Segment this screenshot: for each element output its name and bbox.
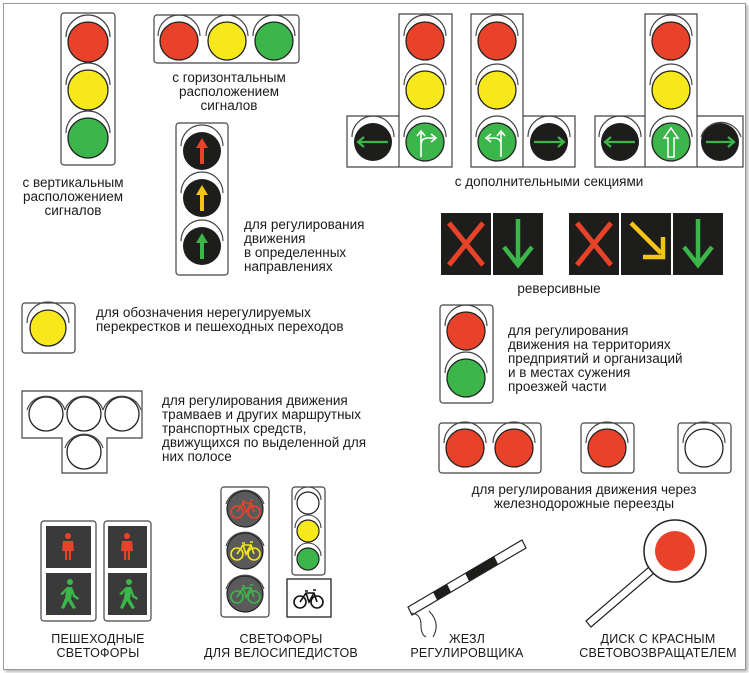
horizontal-traffic-light bbox=[153, 14, 300, 64]
arrow-icon bbox=[662, 126, 680, 158]
reversible-lights bbox=[441, 213, 723, 275]
arrow-traffic-light bbox=[175, 122, 229, 276]
arrow-icon bbox=[502, 219, 534, 269]
traffic-lights-illustrations bbox=[21, 12, 744, 638]
red-reflector-disc bbox=[585, 519, 707, 628]
cross-icon bbox=[447, 221, 485, 267]
arrow-icon bbox=[196, 233, 208, 259]
arrow-icon bbox=[484, 129, 506, 157]
arrow-icon bbox=[603, 136, 635, 148]
arrow-icon bbox=[682, 219, 714, 269]
arrow-icon bbox=[706, 136, 736, 148]
red-signal bbox=[67, 21, 109, 63]
yellow-signal bbox=[67, 69, 109, 111]
cross-icon bbox=[575, 221, 613, 267]
red-green-light bbox=[439, 304, 494, 404]
vertical-traffic-light bbox=[60, 12, 116, 166]
traffic-baton bbox=[407, 539, 527, 638]
arrow-icon bbox=[629, 221, 666, 260]
arrow-icon bbox=[196, 138, 208, 164]
railway-lights bbox=[438, 421, 732, 474]
additional-sections-lights bbox=[346, 13, 744, 168]
single-yellow-light bbox=[21, 301, 76, 354]
arrow-icon bbox=[416, 129, 438, 157]
arrow-icon bbox=[356, 136, 388, 148]
tram-light bbox=[21, 390, 143, 474]
arrow-icon bbox=[534, 136, 566, 148]
pedestrian-lights bbox=[40, 520, 152, 622]
caption-reversible: реверсивные bbox=[517, 281, 601, 296]
arrow-icon bbox=[196, 185, 208, 211]
bicycle-lights bbox=[220, 486, 332, 618]
green-signal bbox=[67, 117, 109, 159]
caption-additional: с дополнительными секциями bbox=[454, 174, 644, 189]
